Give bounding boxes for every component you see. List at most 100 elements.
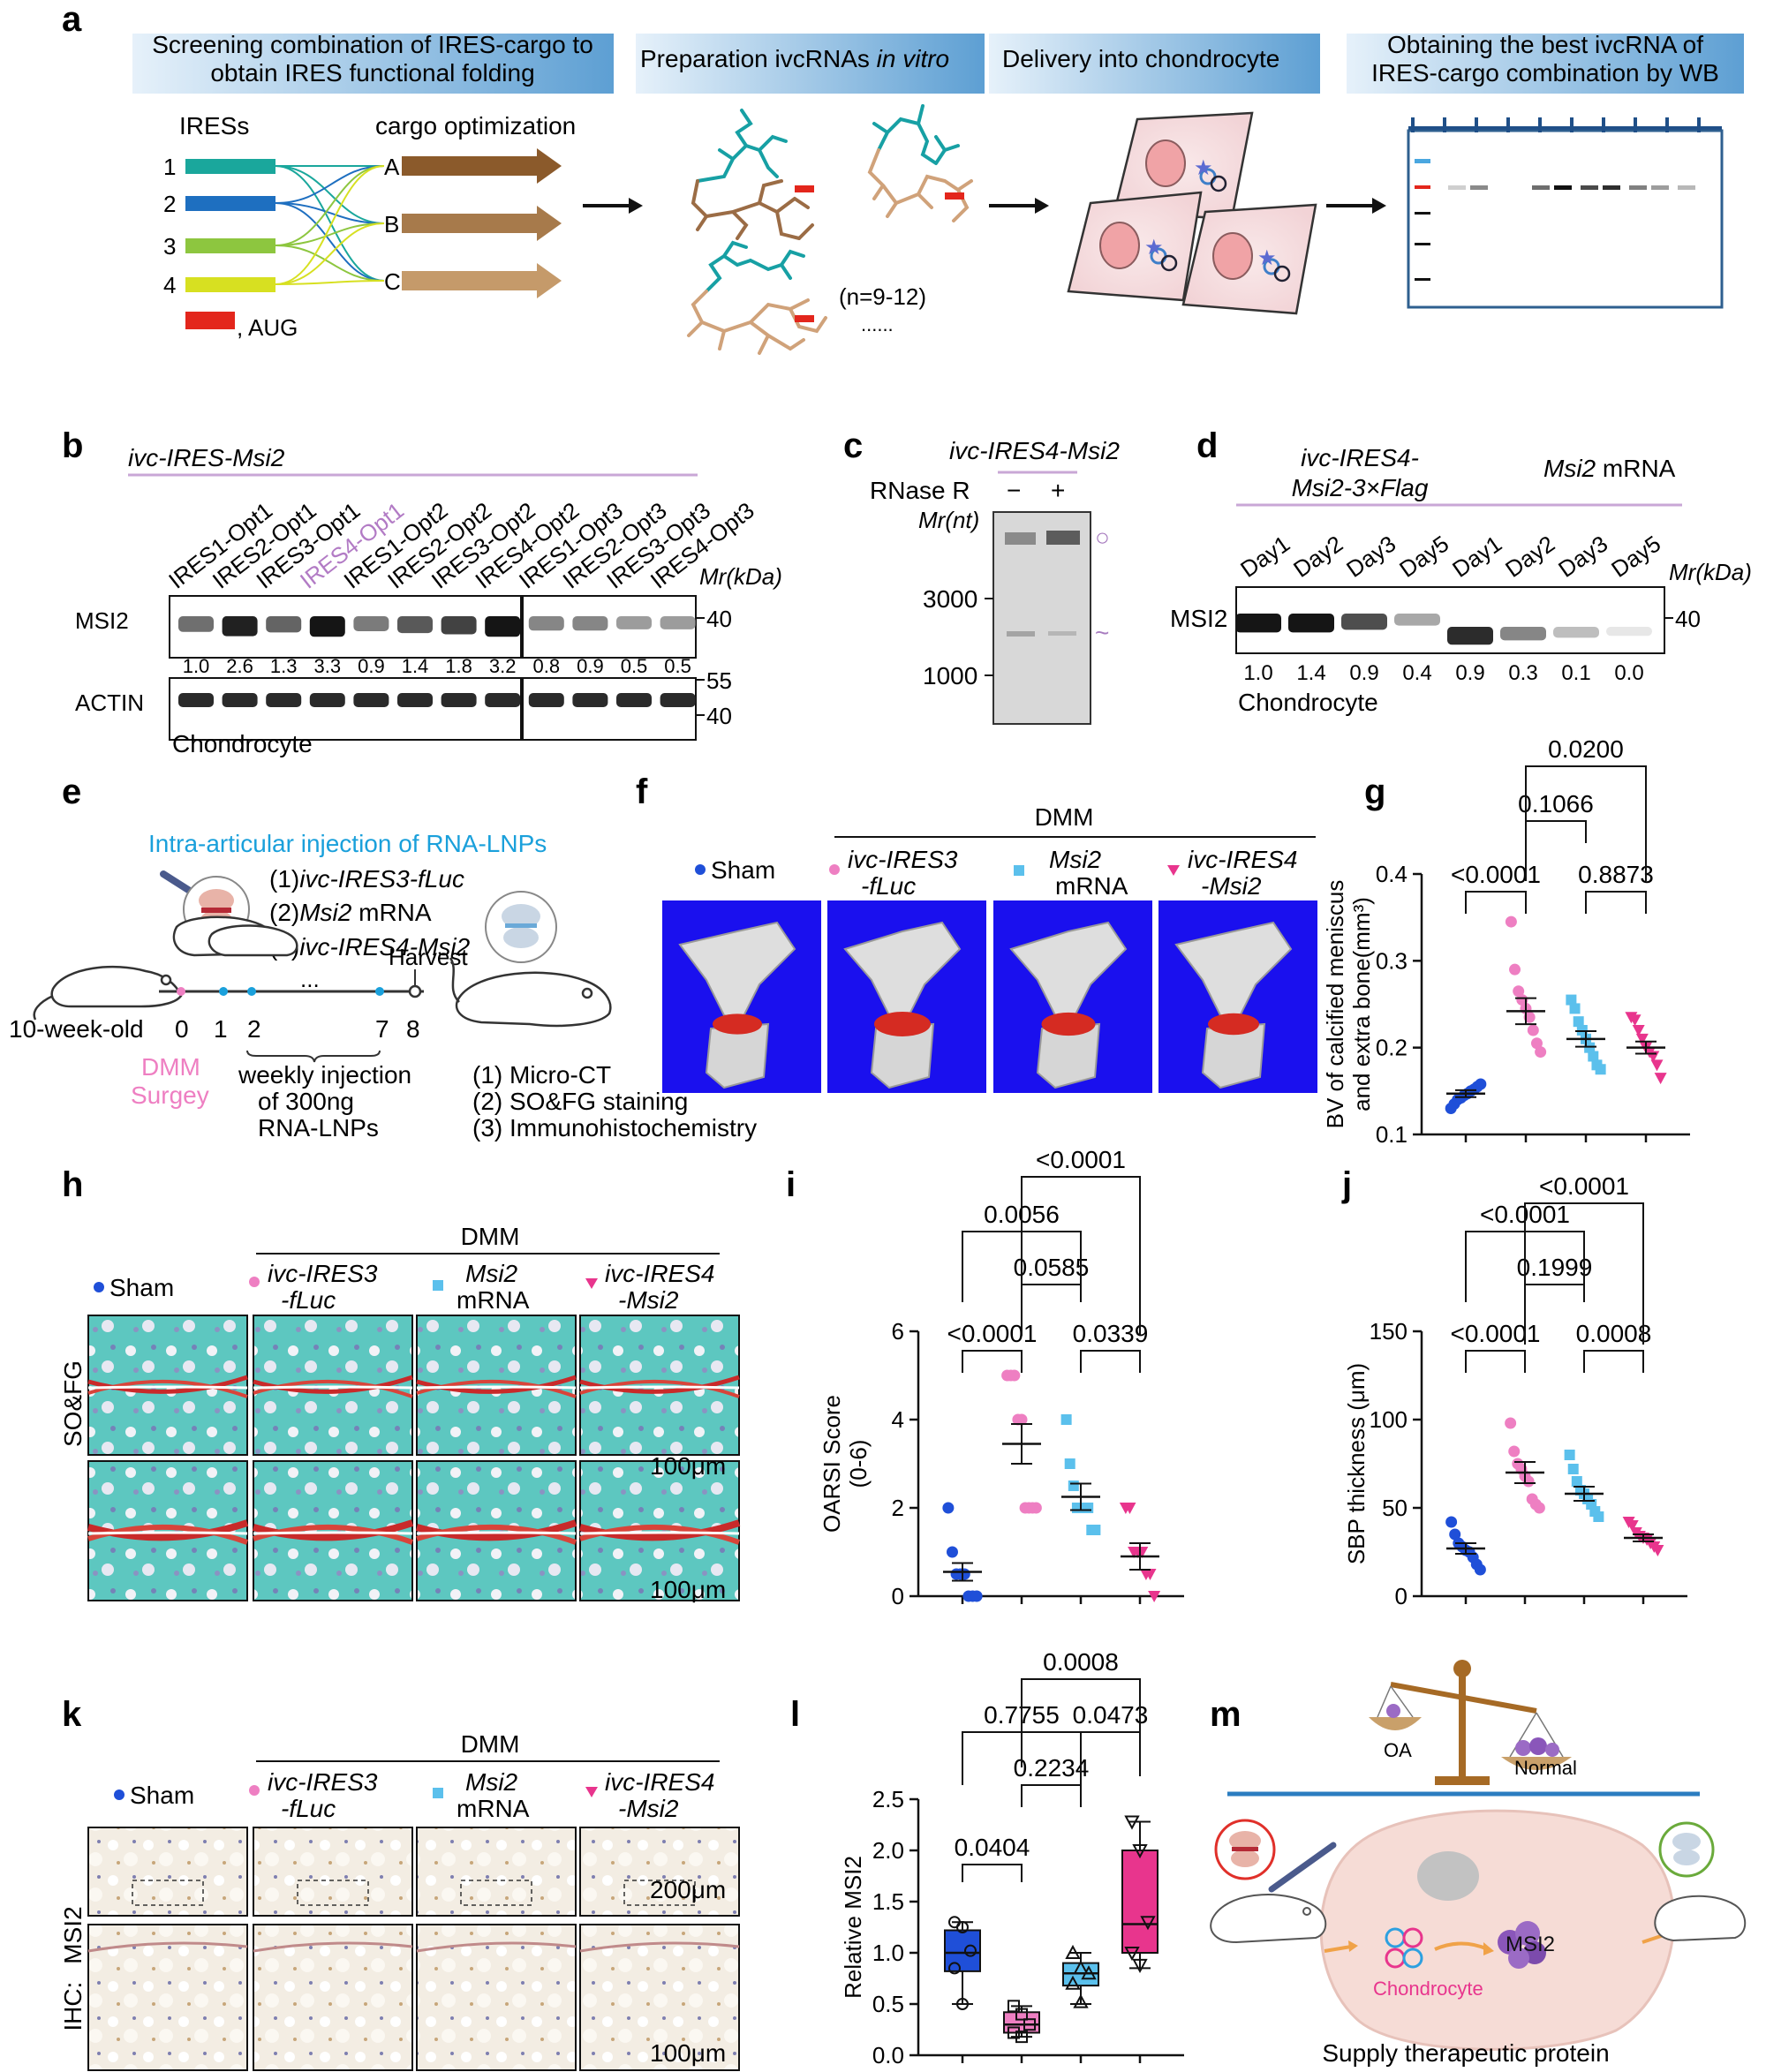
data-point bbox=[1449, 1528, 1461, 1541]
panel-c-marker-1000: 1000 bbox=[923, 662, 977, 689]
ires-cargo-link bbox=[275, 222, 385, 285]
msi2-band bbox=[485, 616, 521, 637]
header-box-4 bbox=[1347, 34, 1744, 94]
panel-h-g4-l2: -Msi2 bbox=[618, 1286, 679, 1314]
p-value-label: <0.0001 bbox=[1036, 1146, 1126, 1173]
actin-band bbox=[528, 693, 564, 707]
panel-k-g4-l1: ivc-IRES4 bbox=[605, 1768, 714, 1796]
significance-bracket bbox=[1080, 1350, 1141, 1373]
data-point bbox=[1628, 1014, 1641, 1027]
panel-label-e: e bbox=[62, 772, 81, 811]
data-point bbox=[948, 1962, 961, 1975]
msi2-band bbox=[1447, 627, 1493, 645]
data-point bbox=[1567, 1464, 1579, 1474]
data-point bbox=[1015, 2008, 1028, 2021]
header-2: Preparation ivcRNAs in vitro bbox=[640, 45, 949, 72]
p-value-label: 0.0404 bbox=[955, 1834, 1030, 1861]
y-tick-label: 0.1 bbox=[1376, 1121, 1408, 1148]
y-tick-label: 2.0 bbox=[872, 1837, 904, 1864]
significance-bracket bbox=[1585, 891, 1647, 914]
header-box-3 bbox=[989, 34, 1320, 94]
tissue-edge bbox=[579, 1941, 740, 1953]
panel-b-footer: Chondrocyte bbox=[172, 730, 313, 757]
panel-label-g: g bbox=[1364, 772, 1385, 811]
significance-bracket bbox=[1021, 1784, 1082, 1807]
panel-k-scale-1: 200μm bbox=[650, 1876, 726, 1903]
balance-icon bbox=[1369, 1660, 1572, 1785]
panel-e-item-2: (2)Msi2 mRNA bbox=[269, 899, 432, 926]
msi2-band bbox=[397, 616, 433, 634]
panel-e-ellipsis: ... bbox=[300, 966, 320, 992]
k-legend-tri-ires4 bbox=[585, 1787, 598, 1797]
y-tick-label: 0.0 bbox=[872, 2042, 904, 2068]
step-arrows bbox=[583, 198, 1386, 214]
panel-d-row: MSI2 bbox=[1170, 605, 1227, 632]
so-fg-image bbox=[416, 1315, 577, 1456]
p-value-label: 0.8873 bbox=[1578, 861, 1654, 888]
data-point bbox=[1073, 1993, 1089, 2008]
lane-value: 0.9 bbox=[1349, 661, 1378, 685]
panel-c-circ: ○ bbox=[1095, 524, 1110, 551]
panel-f-sham: Sham bbox=[711, 856, 775, 884]
panel-h-scale-2: 100μm bbox=[650, 1576, 726, 1603]
data-point bbox=[1573, 1016, 1584, 1028]
timeline-dot-1 bbox=[219, 987, 228, 996]
panel-m-nucleus bbox=[1417, 1851, 1479, 1901]
p-value-label: <0.0001 bbox=[947, 1320, 1038, 1347]
micro-ct-images bbox=[662, 900, 1317, 1093]
y-tick-label: 0.5 bbox=[872, 1991, 904, 2017]
data-point bbox=[1015, 1413, 1028, 1426]
k-legend-dot-ires3 bbox=[249, 1785, 260, 1796]
y-tick-label: 0.4 bbox=[1376, 861, 1408, 887]
data-point bbox=[1593, 1511, 1604, 1522]
micro-ct-image bbox=[662, 900, 821, 1093]
panel-c-rnase: RNase R bbox=[870, 477, 970, 504]
panel-d-group1-l1: ivc-IRES4- bbox=[1301, 444, 1419, 471]
panel-h-g4-l1: ivc-IRES4 bbox=[605, 1260, 714, 1287]
legend-dot-ires3 bbox=[829, 864, 840, 875]
data-point bbox=[1595, 1064, 1606, 1075]
panel-b-marker-40b: 40 bbox=[706, 703, 732, 729]
svg-text:★: ★ bbox=[1257, 246, 1277, 270]
box-iqr bbox=[1121, 1850, 1158, 1954]
data-point bbox=[1445, 1516, 1458, 1528]
panel-label-h: h bbox=[62, 1165, 83, 1204]
micro-ct-image bbox=[827, 900, 986, 1093]
actin-band bbox=[441, 693, 477, 707]
ihc-high-mag bbox=[579, 1924, 740, 2071]
panel-e-harvest: Harvest bbox=[389, 944, 468, 970]
cell-2: ★ bbox=[1067, 191, 1203, 302]
data-point bbox=[1505, 1417, 1517, 1429]
data-point bbox=[1023, 2018, 1036, 2031]
panel-c-minus: − bbox=[1007, 477, 1021, 504]
ihc-low-mag bbox=[87, 1827, 248, 1917]
y-axis-label-2: (0-6) bbox=[845, 1440, 872, 1488]
p-value-label: 0.0008 bbox=[1576, 1320, 1652, 1347]
lane-label: Day3 bbox=[1341, 531, 1400, 583]
ires-number-2: 2 bbox=[163, 191, 176, 217]
panel-h-g2-l2: -fLuc bbox=[281, 1286, 336, 1314]
panel-c-lin: ~ bbox=[1095, 619, 1109, 646]
msi2-band bbox=[572, 616, 608, 631]
ihc-image bbox=[416, 1827, 577, 2071]
panel-m-cell bbox=[1319, 1809, 1676, 2051]
ihc-image bbox=[87, 1827, 248, 2071]
ires-cargo-link bbox=[275, 202, 385, 282]
panel-e: e Intra-articular injection of RNA-LNPs … bbox=[9, 772, 757, 1141]
cargo-arrow-B bbox=[402, 206, 562, 241]
cargo-arrows: ABC bbox=[275, 148, 562, 298]
joint-space bbox=[579, 1385, 740, 1390]
y-tick-label: 0.2 bbox=[1376, 1035, 1408, 1061]
panel-d-bands bbox=[1235, 614, 1652, 645]
y-tick-label: 6 bbox=[892, 1318, 904, 1345]
msi2-band bbox=[660, 616, 696, 629]
msi2-band bbox=[1288, 614, 1334, 633]
chondrocyte-cells: ★ ★ ★ bbox=[1067, 111, 1317, 315]
data-point bbox=[1124, 1815, 1140, 1830]
msi2-band bbox=[528, 616, 564, 631]
